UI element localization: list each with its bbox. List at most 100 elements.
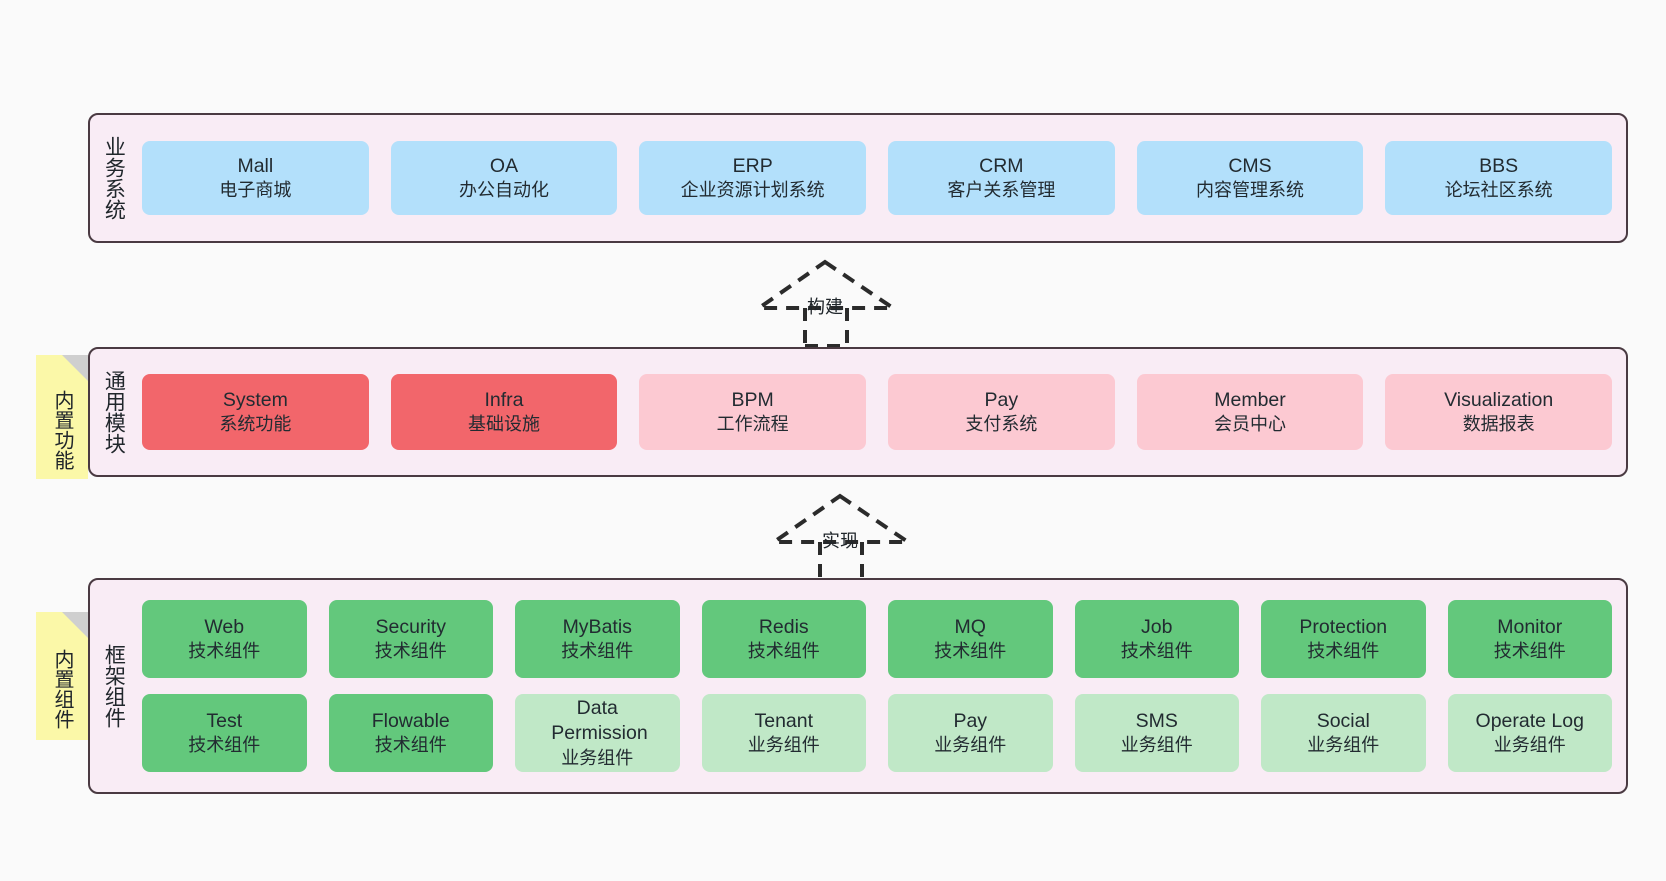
card-subtitle: 电子商城 [219,179,292,200]
card-subtitle: 业务组件 [934,734,1007,755]
card-monitor[interactable]: Monitor 技术组件 [1447,600,1612,678]
card-bbs[interactable]: BBS 论坛社区系统 [1385,141,1613,215]
layer-business-systems: 业务系统 Mall 电子商城 OA 办公自动化 ERP 企业资源计划系统 CRM… [88,113,1628,243]
card-row: Mall 电子商城 OA 办公自动化 ERP 企业资源计划系统 CRM 客户关系… [142,141,1613,215]
card-subtitle: 技术组件 [934,640,1007,661]
connector-label-build: 构建 [807,297,843,317]
card-subtitle: 系统功能 [219,413,292,434]
card-subtitle: 会员中心 [1214,413,1287,434]
card-subtitle: 业务组件 [1307,734,1380,755]
connector-build: 构建 [752,258,900,348]
card-oa[interactable]: OA 办公自动化 [390,141,618,215]
card-title: OA [489,154,519,177]
card-test[interactable]: Test 技术组件 [142,694,307,772]
card-title: Visualization [1444,388,1554,411]
card-cms[interactable]: CMS 内容管理系统 [1136,141,1364,215]
card-title: CRM [979,154,1024,177]
card-social[interactable]: Social 业务组件 [1261,694,1426,772]
card-title: Tenant [754,709,814,732]
card-job[interactable]: Job 技术组件 [1074,600,1239,678]
card-title: Member [1214,388,1286,411]
card-title: Operate Log [1475,709,1584,732]
card-title: Job [1141,615,1173,638]
card-title: Mall [237,154,274,177]
card-subtitle: 企业资源计划系统 [680,179,825,200]
card-subtitle: 技术组件 [1120,640,1193,661]
sticky-fold-corner-icon [62,612,88,638]
card-web[interactable]: Web 技术组件 [142,600,307,678]
card-subtitle: 技术组件 [188,734,261,755]
layer-body-common-modules: System 系统功能 Infra 基础设施 BPM 工作流程 Pay 支付系统… [136,349,1626,475]
card-member[interactable]: Member 会员中心 [1136,374,1364,450]
layer-body-business-systems: Mall 电子商城 OA 办公自动化 ERP 企业资源计划系统 CRM 客户关系… [136,115,1626,241]
connector-label-implement: 实现 [822,531,858,551]
card-title: System [222,388,288,411]
layer-body-framework-components: Web 技术组件 Security 技术组件 MyBatis 技术组件 Redi… [136,580,1626,792]
card-subtitle: 技术组件 [374,640,447,661]
card-protection[interactable]: Protection 技术组件 [1261,600,1426,678]
card-title: BPM [731,388,774,411]
card-title: Monitor [1497,615,1563,638]
card-redis[interactable]: Redis 技术组件 [701,600,866,678]
card-title: Protection [1299,615,1388,638]
layer-framework-components: 框架组件 Web 技术组件 Security 技术组件 MyBatis 技术组件… [88,578,1628,794]
card-title: BBS [1479,154,1519,177]
card-subtitle: 工作流程 [716,413,789,434]
card-row: Web 技术组件 Security 技术组件 MyBatis 技术组件 Redi… [142,600,1612,678]
card-title: Pay [953,709,988,732]
card-subtitle: 技术组件 [561,640,634,661]
card-data-permission[interactable]: Data Permission 业务组件 [515,694,680,772]
sticky-note-label: 内置功能 [51,390,73,470]
card-visualization[interactable]: Visualization 数据报表 [1385,374,1613,450]
sticky-note-label: 内置组件 [51,649,73,729]
sticky-fold-corner-icon [62,355,88,381]
card-subtitle: 客户关系管理 [947,179,1056,200]
card-sms[interactable]: SMS 业务组件 [1074,694,1239,772]
card-subtitle: 业务组件 [1493,734,1566,755]
card-pay-module[interactable]: Pay 支付系统 [888,374,1115,450]
card-subtitle: 技术组件 [188,640,261,661]
card-subtitle: 办公自动化 [459,179,549,200]
card-title: Web [204,615,245,638]
card-erp[interactable]: ERP 企业资源计划系统 [639,141,867,215]
card-subtitle: 技术组件 [374,734,447,755]
card-subtitle: 论坛社区系统 [1444,179,1553,200]
card-row: System 系统功能 Infra 基础设施 BPM 工作流程 Pay 支付系统… [142,374,1613,450]
card-title: Flowable [371,709,450,732]
card-title: Social [1316,709,1370,732]
card-mybatis[interactable]: MyBatis 技术组件 [515,600,680,678]
card-security[interactable]: Security 技术组件 [328,600,493,678]
card-title: Security [375,615,446,638]
card-crm[interactable]: CRM 客户关系管理 [888,141,1115,215]
card-operate-log[interactable]: Operate Log 业务组件 [1447,694,1612,772]
card-flowable[interactable]: Flowable 技术组件 [328,694,493,772]
card-pay-component[interactable]: Pay 业务组件 [888,694,1053,772]
card-subtitle: 基础设施 [468,413,540,434]
card-mall[interactable]: Mall 电子商城 [142,141,369,215]
card-title: Pay [984,388,1019,411]
card-row: Test 技术组件 Flowable 技术组件 Data Permission … [142,694,1612,772]
card-title: Data Permission [551,696,648,745]
card-infra[interactable]: Infra 基础设施 [390,374,618,450]
layer-common-modules: 通用模块 System 系统功能 Infra 基础设施 BPM 工作流程 Pay… [88,347,1628,477]
card-system[interactable]: System 系统功能 [142,374,369,450]
card-subtitle: 技术组件 [1307,640,1380,661]
card-subtitle: 技术组件 [1493,640,1566,661]
card-tenant[interactable]: Tenant 业务组件 [701,694,866,772]
uml-realization-arrow-icon [752,259,900,348]
card-title: ERP [732,154,773,177]
card-mq[interactable]: MQ 技术组件 [888,600,1053,678]
card-title: MQ [954,615,986,638]
card-subtitle: 业务组件 [561,747,634,768]
layer-title-common-modules: 通用模块 [102,370,126,454]
layer-title-business-systems: 业务系统 [102,136,126,220]
card-subtitle: 业务组件 [747,734,820,755]
card-title: Redis [758,615,809,638]
card-bpm[interactable]: BPM 工作流程 [639,374,867,450]
layer-title-framework-components: 框架组件 [102,644,126,728]
card-subtitle: 业务组件 [1120,734,1193,755]
connector-implement: 实现 [767,492,915,582]
card-subtitle: 技术组件 [747,640,820,661]
card-subtitle: 支付系统 [965,413,1038,434]
